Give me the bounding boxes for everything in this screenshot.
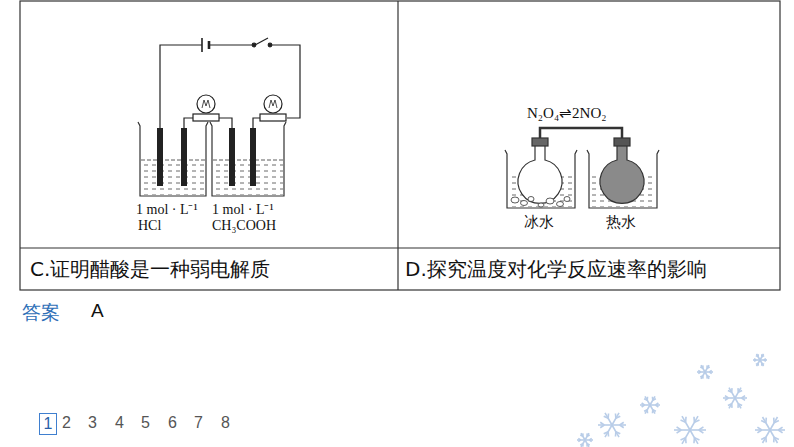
answer-value: A: [91, 300, 104, 322]
page-number-current: 1: [39, 413, 57, 435]
conductivity-circuit: [160, 38, 300, 128]
bath-label: 热水: [606, 213, 636, 232]
flask-apparatus: [505, 128, 659, 208]
concentration-label: 1 mol · L⁻¹: [212, 199, 274, 218]
table-cell: D.探究温度对化学反应速率的影响: [398, 248, 780, 290]
snowflake: [598, 413, 626, 437]
snowflake-decoration: [577, 354, 785, 447]
page-number: 6: [168, 414, 177, 432]
page-number: 4: [115, 414, 124, 432]
page-number: 2: [62, 414, 71, 432]
equation-label: N₂O₄⇌2NO₂: [527, 104, 607, 122]
option-caption: D.探究温度对化学反应速率的影响: [405, 256, 707, 283]
answer-heading: 答案: [22, 300, 60, 326]
solution-label: CH₃COOH: [212, 218, 276, 234]
ice-pieces: [511, 197, 570, 208]
snowflake: [723, 388, 747, 409]
bath-label: 冰水: [524, 213, 554, 232]
snowflake: [674, 416, 706, 444]
option-caption: C.证明醋酸是一种弱电解质: [30, 256, 270, 283]
page-number: 5: [141, 414, 150, 432]
snowflake: [755, 417, 785, 443]
table-cell: C.证明醋酸是一种弱电解质: [20, 248, 398, 290]
concentration-label: 1 mol · L⁻¹: [136, 199, 198, 218]
page-number: 7: [194, 414, 203, 432]
table-grid: [20, 1, 780, 290]
page-number: 1: [44, 415, 53, 433]
solution-label: HCl: [138, 218, 161, 234]
beaker: [138, 122, 286, 196]
page-number: 8: [221, 414, 230, 432]
electrode: [157, 128, 256, 186]
snowflake: [640, 396, 660, 413]
snowflake: [697, 365, 713, 379]
snowflake: [577, 433, 593, 447]
page-number: 3: [88, 414, 97, 432]
snowflake: [753, 354, 767, 366]
